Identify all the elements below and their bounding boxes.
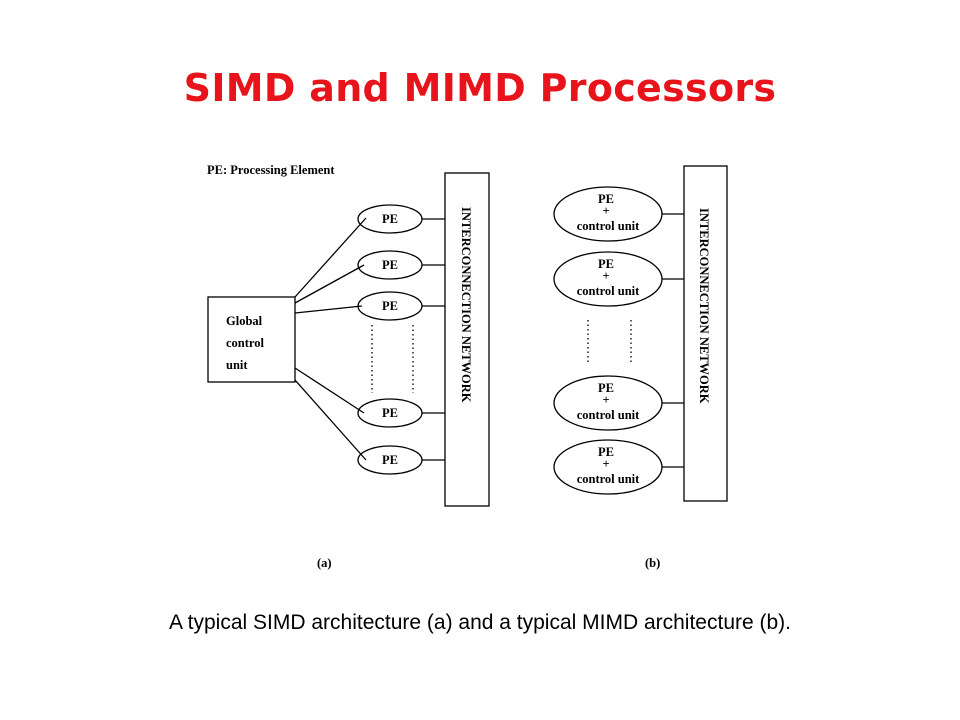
control-line-3 [294, 305, 363, 314]
network-label-b: INTERCONNECTION NETWORK [697, 208, 711, 404]
control-unit-label: control unit [577, 284, 640, 298]
panel-label-b: (b) [645, 556, 660, 570]
plus-label: + [602, 204, 609, 218]
global-unit-line-3: unit [226, 358, 248, 372]
mimd-diagram: PE + control unit PE + control unit PE +… [553, 165, 728, 570]
plus-label: + [602, 269, 609, 283]
interconnection-network-b [683, 165, 728, 502]
pe-legend: PE: Processing Element [207, 163, 335, 177]
plus-label: + [602, 457, 609, 471]
pe-label: PE [382, 406, 398, 420]
global-control-unit [207, 296, 296, 383]
global-unit-line-2: control [226, 336, 264, 350]
control-line-1 [294, 217, 367, 298]
pe-label: PE [598, 192, 614, 206]
network-label-a: INTERCONNECTION NETWORK [459, 207, 473, 403]
control-unit-label: control unit [577, 408, 640, 422]
pe-label: PE [598, 381, 614, 395]
slide-title: SIMD and MIMD Processors [183, 66, 777, 110]
pe-label: PE [382, 212, 398, 226]
figure-caption: A typical SIMD architecture (a) and a ty… [168, 611, 792, 634]
control-line-4 [294, 367, 365, 414]
global-unit-line-1: Global [226, 314, 263, 328]
pe-label: PE [598, 257, 614, 271]
control-unit-label: control unit [577, 472, 640, 486]
control-line-5 [294, 379, 367, 461]
pe-label: PE [382, 258, 398, 272]
control-line-2 [294, 264, 365, 304]
pe-label: PE [382, 299, 398, 313]
panel-label-a: (a) [317, 556, 332, 570]
control-unit-label: control unit [577, 219, 640, 233]
interconnection-network-a [444, 172, 490, 507]
simd-diagram: PE: Processing Element Global control un… [207, 163, 490, 570]
pe-label: PE [598, 445, 614, 459]
pe-label: PE [382, 453, 398, 467]
plus-label: + [602, 393, 609, 407]
